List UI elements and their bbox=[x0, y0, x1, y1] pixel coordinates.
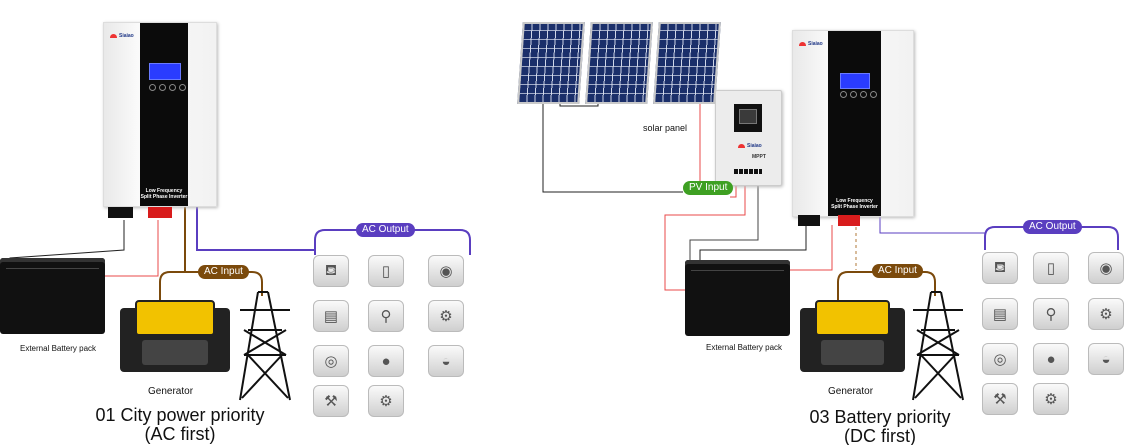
juicer-icon: ⛾ bbox=[313, 255, 349, 287]
ac-output-wire bbox=[196, 205, 315, 251]
rice-cooker-icon: ◉ bbox=[428, 255, 464, 287]
brand-logo: Siaiao bbox=[799, 41, 823, 47]
hand-mixer-icon: ⚲ bbox=[1033, 298, 1069, 330]
juicer-icon: ⛾ bbox=[982, 252, 1018, 284]
solar-panel-label: solar panel bbox=[643, 123, 688, 133]
control-buttons[interactable] bbox=[840, 91, 877, 98]
ac-output-wire-right bbox=[879, 210, 985, 234]
battery-pack bbox=[685, 260, 790, 336]
dishwasher-icon: ▤ bbox=[982, 298, 1018, 330]
lcd-display bbox=[840, 73, 870, 89]
generator-label: Generator bbox=[828, 386, 874, 397]
electric-drill-icon: ⚒ bbox=[982, 383, 1018, 415]
controller-battery-negative-wire bbox=[689, 183, 759, 268]
battery-pack bbox=[0, 258, 105, 334]
controller-display bbox=[734, 104, 762, 132]
frying-pan-icon: ● bbox=[368, 345, 404, 377]
washing-machine-icon: ◎ bbox=[982, 343, 1018, 375]
battery-positive-terminal bbox=[838, 215, 860, 226]
generator-label: Generator bbox=[148, 386, 194, 397]
control-buttons[interactable] bbox=[149, 84, 186, 91]
mode-title-ac-first: 01 City power priority(AC first) bbox=[95, 405, 265, 444]
lcd-display bbox=[149, 63, 181, 80]
controller-terminals bbox=[734, 169, 762, 174]
solar-panel bbox=[653, 22, 721, 104]
solar-link-wire bbox=[559, 102, 599, 107]
pv-input-badge: PV Input bbox=[683, 181, 734, 195]
battery-label: External Battery pack bbox=[20, 344, 97, 353]
ac-output-badge: AC Output bbox=[1023, 220, 1082, 234]
brand-logo: Siaiao bbox=[110, 33, 134, 39]
refrigerator-icon: ▯ bbox=[368, 255, 404, 287]
controller-label: MPPT bbox=[752, 154, 766, 160]
sandwich-maker-icon: ◒ bbox=[1088, 343, 1124, 375]
solar-string-wire bbox=[542, 102, 683, 193]
meat-grinder-icon: ⚙ bbox=[428, 300, 464, 332]
electric-motor-icon: ⚙ bbox=[1033, 383, 1069, 415]
power-tower-icon bbox=[239, 291, 291, 401]
brand-logo: Siaiao bbox=[738, 143, 762, 149]
power-tower-icon bbox=[912, 291, 964, 401]
mode-title-dc-first: 03 Battery priority(DC first) bbox=[809, 407, 951, 445]
rice-cooker-icon: ◉ bbox=[1088, 252, 1124, 284]
sandwich-maker-icon: ◒ bbox=[428, 345, 464, 377]
ac-input-badge: AC Input bbox=[198, 265, 249, 279]
solar-panel bbox=[517, 22, 585, 104]
refrigerator-icon: ▯ bbox=[1033, 252, 1069, 284]
electric-drill-icon: ⚒ bbox=[313, 385, 349, 417]
battery-label: External Battery pack bbox=[706, 343, 783, 352]
inverter-battery-negative-wire bbox=[699, 225, 807, 268]
mppt-controller: Siaiao MPPT bbox=[715, 90, 782, 186]
battery-negative-terminal bbox=[798, 215, 820, 226]
dishwasher-icon: ▤ bbox=[313, 300, 349, 332]
battery-positive-terminal bbox=[148, 207, 172, 218]
electric-motor-icon: ⚙ bbox=[368, 385, 404, 417]
hand-mixer-icon: ⚲ bbox=[368, 300, 404, 332]
frying-pan-icon: ● bbox=[1033, 343, 1069, 375]
generator bbox=[800, 300, 905, 372]
washing-machine-icon: ◎ bbox=[313, 345, 349, 377]
generator bbox=[120, 300, 230, 372]
battery-negative-terminal bbox=[108, 207, 133, 218]
controller-pv-wire bbox=[730, 183, 737, 198]
controller-battery-positive-wire bbox=[664, 183, 746, 291]
solar-panel bbox=[585, 22, 653, 104]
ac-input-badge: AC Input bbox=[872, 264, 923, 278]
meat-grinder-icon: ⚙ bbox=[1088, 298, 1124, 330]
ac-output-badge: AC Output bbox=[356, 223, 415, 237]
